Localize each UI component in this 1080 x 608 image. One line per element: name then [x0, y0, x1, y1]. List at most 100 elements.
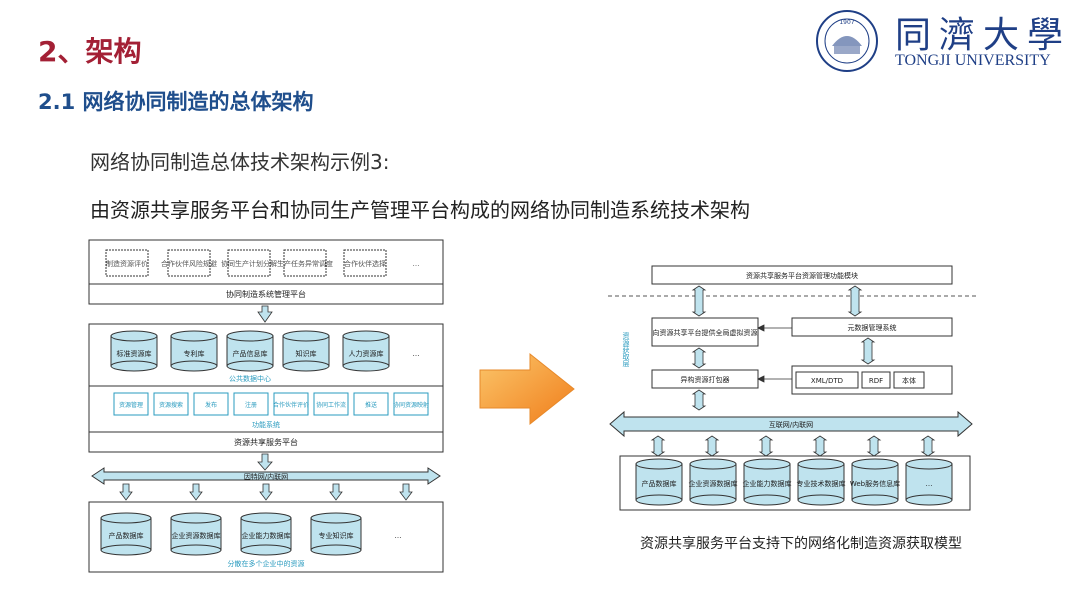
func-box [113, 392, 149, 416]
db-cylinder [743, 458, 791, 506]
diagram-caption: 资源共享服务平台支持下的网络化制造资源获取模型 [640, 536, 962, 552]
subsection-title: 2.1 网络协同制造的总体架构 [38, 90, 314, 114]
distributed-label: 分散在多个企业中的资源 [228, 559, 305, 568]
func-box-label: 推送 [365, 401, 377, 409]
network-bar-label: 因特网/内联网 [244, 472, 288, 481]
small-arrow [399, 483, 413, 501]
db-cylinder [226, 330, 274, 372]
double-arrow [691, 285, 707, 317]
top-box-label: 制造资源评价 [106, 259, 148, 268]
db-label: 企业能力数据库 [242, 531, 291, 540]
db-ellipsis: … [395, 532, 402, 540]
func-box [153, 392, 189, 416]
top-box [227, 249, 271, 277]
connector-head [757, 375, 765, 383]
university-name-cn: 同濟大學 [895, 15, 1072, 56]
public-data-center-label: 公共数据中心 [229, 374, 271, 383]
university-seal-logo: 1907 [816, 10, 878, 72]
db-cylinder [851, 458, 899, 506]
db-label: 专业知识库 [319, 531, 354, 540]
double-arrow [920, 435, 936, 457]
double-arrow [650, 435, 666, 457]
left-architecture-diagram: 制造资源评价 合作伙伴风险规避 协同生产计划分解 生产任务异常调度 合作伙伴选择… [88, 239, 444, 573]
top-box-label: 合作伙伴风险规避 [161, 259, 217, 268]
top-box-label: 合作伙伴选择 [344, 259, 386, 268]
network-bar-right [609, 410, 973, 438]
func-box-label: 合作伙伴评价 [273, 401, 309, 409]
body-line-1: 网络协同制造总体技术架构示例3: [90, 150, 390, 174]
small-arrow [189, 483, 203, 501]
right-acquisition-diagram: 资源共享服务平台资源管理功能模块 向资源共享平台提供全局虚拟资源 元数据管理系统… [608, 265, 976, 511]
func-box [233, 392, 269, 416]
section-title: 2、架构 [38, 35, 142, 68]
metadata-box [791, 317, 953, 337]
func-box-label: 协同资源映射 [393, 401, 429, 409]
db-label: 企业资源数据库 [172, 531, 221, 540]
connector-head [757, 324, 765, 332]
double-arrow [812, 435, 828, 457]
db-label: 知识库 [296, 349, 317, 358]
double-arrow [691, 347, 707, 369]
double-arrow [847, 285, 863, 317]
top-module-label: 资源共享服务平台资源管理功能模块 [746, 271, 858, 280]
db-label: 产品信息库 [233, 349, 268, 358]
network-bar-label: 互联网/内联网 [769, 420, 813, 429]
db-label: … [926, 480, 933, 488]
resource-platform-label: 资源共享服务平台 [234, 437, 298, 447]
body-line-2: 由资源共享服务平台和协同生产管理平台构成的网络协同制造系统技术架构 [90, 198, 750, 222]
collab-platform-label: 协同制造系统管理平台 [226, 289, 306, 299]
func-box [393, 392, 429, 416]
global-view-label: 向资源共享平台提供全局虚拟资源 [653, 328, 758, 337]
format-label: RDF [869, 377, 883, 385]
university-name-en: TONGJI UNIVERSITY [895, 52, 1051, 69]
small-arrow [259, 483, 273, 501]
db-label: 企业能力数据库 [743, 479, 792, 488]
double-arrow [866, 435, 882, 457]
top-box-label: 协同生产计划分解 [221, 259, 277, 268]
format-label: 本体 [902, 376, 916, 385]
global-view-box [651, 317, 759, 347]
small-arrow [119, 483, 133, 501]
db-cylinder [170, 330, 218, 372]
db-label: 产品数据库 [642, 479, 677, 488]
db-cylinder [905, 458, 953, 506]
db-cylinder [342, 330, 390, 372]
network-bar-left [91, 467, 441, 485]
format-box [861, 371, 891, 389]
db-label: 专利库 [184, 349, 205, 358]
func-box-label: 资源搜索 [159, 401, 183, 409]
top-box-label: 生产任务异常调度 [277, 259, 333, 268]
metadata-label: 元数据管理系统 [848, 323, 897, 332]
db-cylinder [282, 330, 330, 372]
top-ellipsis: … [413, 260, 420, 268]
side-layer-label: 资源获取层 [622, 331, 630, 368]
db-cylinder [100, 512, 152, 556]
connector-arrow [257, 305, 273, 323]
db-label: 产品数据库 [109, 531, 144, 540]
packer-label: 异构资源打包器 [681, 375, 730, 384]
db-label: 专业技术数据库 [797, 479, 846, 488]
top-box [283, 249, 327, 277]
format-box [893, 371, 925, 389]
small-arrow [329, 483, 343, 501]
top-box [167, 249, 211, 277]
db-cylinder [240, 512, 292, 556]
db-ellipsis: … [413, 350, 420, 358]
func-box [353, 392, 389, 416]
db-cylinder [635, 458, 683, 506]
db-cylinder [797, 458, 845, 506]
top-box [343, 249, 387, 277]
func-system-label: 功能系统 [252, 420, 280, 429]
func-box-label: 资源管理 [119, 401, 143, 409]
top-module-box [651, 265, 953, 285]
db-cylinder [110, 330, 158, 372]
func-box [273, 392, 309, 416]
seal-year: 1907 [839, 19, 854, 26]
format-label: XML/DTD [811, 377, 843, 385]
db-label: 企业资源数据库 [689, 479, 738, 488]
db-cylinder [310, 512, 362, 556]
func-box-label: 协同工作流 [316, 401, 346, 409]
double-arrow [691, 389, 707, 411]
double-arrow [860, 337, 876, 365]
db-cylinder [170, 512, 222, 556]
